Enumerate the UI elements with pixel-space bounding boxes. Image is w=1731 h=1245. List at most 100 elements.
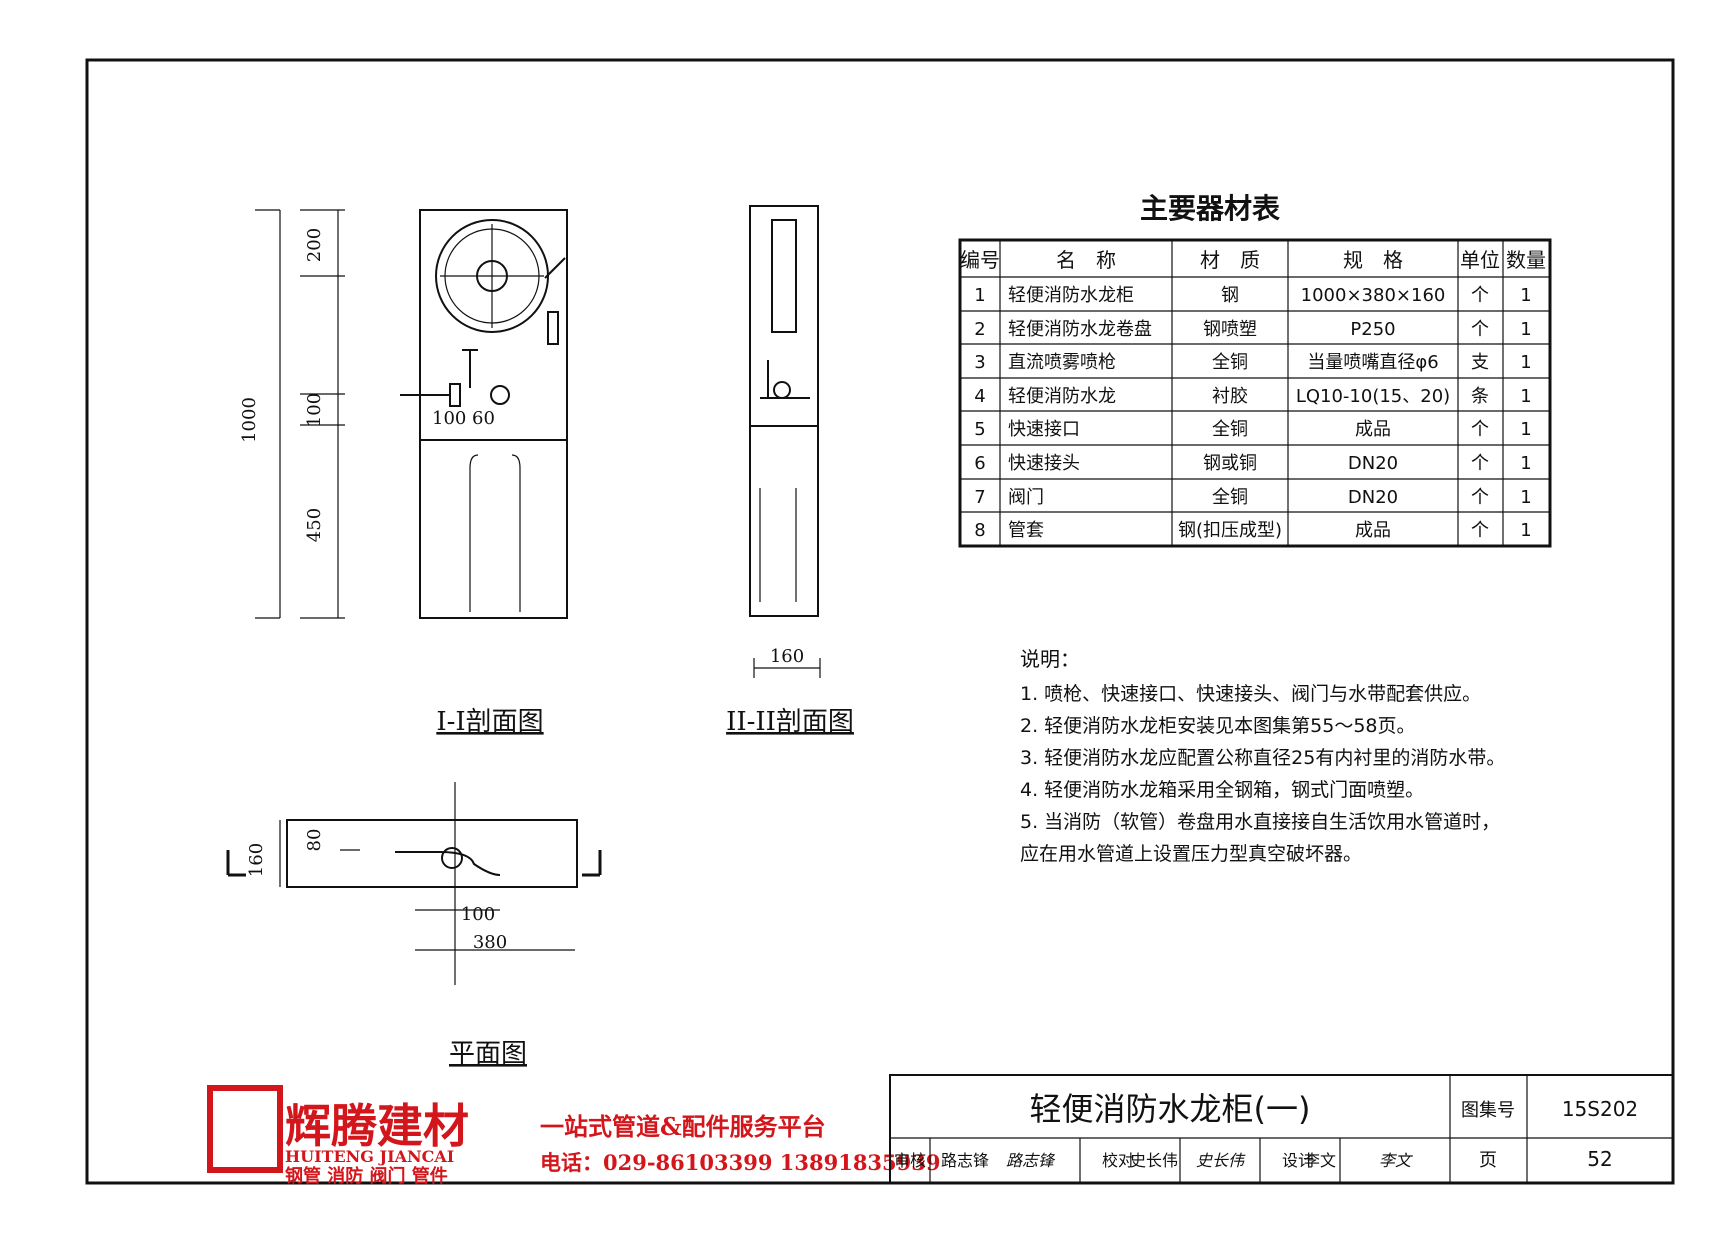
svg-text:个: 个 xyxy=(1471,419,1489,440)
brand-slogan: 一站式管道&配件服务平台 xyxy=(540,1112,826,1141)
svg-text:1: 1 xyxy=(1520,419,1531,440)
svg-text:应在用水管道上设置压力型真空破坏器。: 应在用水管道上设置压力型真空破坏器。 xyxy=(1020,843,1362,865)
svg-text:1: 1 xyxy=(1520,453,1531,474)
svg-text:页: 页 xyxy=(1479,1150,1497,1171)
svg-text:审核: 审核 xyxy=(894,1151,926,1170)
svg-text:快速接口: 快速接口 xyxy=(1008,419,1080,440)
sheet-frame xyxy=(85,58,1675,1185)
dim-160: 160 xyxy=(770,646,804,667)
svg-text:52: 52 xyxy=(1587,1147,1612,1171)
plan-title: 平面图 xyxy=(449,1039,527,1069)
svg-text:编号: 编号 xyxy=(960,248,1000,272)
svg-text:李文: 李文 xyxy=(1379,1151,1413,1170)
plan-view: 160 80 100 380 平面图 xyxy=(226,782,602,1069)
svg-text:成品: 成品 xyxy=(1355,419,1391,440)
brand-products: 钢管 消防 阀门 管件 xyxy=(285,1165,448,1187)
svg-text:个: 个 xyxy=(1471,285,1489,306)
svg-text:DN20: DN20 xyxy=(1348,487,1398,508)
materials-table-title: 主要器材表 xyxy=(1140,192,1280,225)
svg-text:图集号: 图集号 xyxy=(1461,1100,1515,1121)
svg-text:路志锋: 路志锋 xyxy=(941,1151,989,1170)
svg-text:史长伟: 史长伟 xyxy=(1130,1151,1178,1170)
svg-text:全铜: 全铜 xyxy=(1212,352,1248,373)
svg-text:快速接头: 快速接头 xyxy=(1008,453,1080,474)
svg-text:设计: 设计 xyxy=(1282,1151,1314,1170)
svg-text:校对: 校对 xyxy=(1102,1151,1134,1170)
svg-text:数量: 数量 xyxy=(1506,248,1546,272)
svg-text:轻便消防水龙卷盘: 轻便消防水龙卷盘 xyxy=(1008,319,1152,340)
dim-450: 450 xyxy=(304,508,325,542)
svg-text:1: 1 xyxy=(1520,285,1531,306)
svg-text:材 质: 材 质 xyxy=(1200,248,1260,272)
dim-100b: 100 xyxy=(432,408,466,429)
svg-text:1: 1 xyxy=(1520,520,1531,541)
svg-text:说明：: 说明： xyxy=(1020,647,1080,671)
svg-text:6: 6 xyxy=(974,453,985,474)
svg-text:钢或铜: 钢或铜 xyxy=(1203,453,1257,474)
svg-text:1: 1 xyxy=(1520,319,1531,340)
svg-text:1. 喷枪、快速接口、快速接头、阀门与水带配套供应。: 1. 喷枪、快速接口、快速接头、阀门与水带配套供应。 xyxy=(1020,683,1481,705)
sheet-title: 轻便消防水龙柜(一) xyxy=(1030,1090,1311,1128)
svg-text:史长伟: 史长伟 xyxy=(1196,1151,1246,1170)
svg-text:李文: 李文 xyxy=(1304,1151,1336,1170)
svg-text:衬胶: 衬胶 xyxy=(1212,386,1248,407)
dim-100-plan: 100 xyxy=(461,904,495,925)
svg-text:轻便消防水龙: 轻便消防水龙 xyxy=(1008,386,1116,407)
dim-200: 200 xyxy=(304,228,325,262)
svg-text:钢(扣压成型): 钢(扣压成型) xyxy=(1178,520,1282,541)
svg-text:钢: 钢 xyxy=(1221,285,1239,306)
svg-text:2: 2 xyxy=(974,319,985,340)
svg-text:路志锋: 路志锋 xyxy=(1006,1151,1056,1170)
materials-table: 主要器材表 编号 名 称 材 质 规 格 单位 数量 1 轻便消防水龙柜 钢 1000… xyxy=(958,192,1552,548)
svg-text:2. 轻便消防水龙柜安装见本图集第55～58页。: 2. 轻便消防水龙柜安装见本图集第55～58页。 xyxy=(1020,715,1416,737)
svg-text:规 格: 规 格 xyxy=(1343,248,1403,272)
svg-text:个: 个 xyxy=(1471,319,1489,340)
table-header: 编号 名 称 材 质 规 格 单位 数量 xyxy=(960,248,1546,272)
svg-text:3: 3 xyxy=(974,352,985,373)
dim-160-plan: 160 xyxy=(246,843,267,877)
dim-100: 100 xyxy=(304,393,325,427)
brand-phone: 电话：029-86103399 13891835939 xyxy=(540,1150,941,1175)
svg-text:15S202: 15S202 xyxy=(1562,1097,1638,1121)
dim-380: 380 xyxy=(473,932,507,953)
svg-text:1: 1 xyxy=(1520,352,1531,373)
svg-text:4: 4 xyxy=(974,386,985,407)
svg-text:条: 条 xyxy=(1471,386,1489,407)
title-block: 轻便消防水龙柜(一) 图集号 15S202 页 52 审核 路志锋 路志锋 校对… xyxy=(889,1074,1674,1184)
dim-60: 60 xyxy=(472,408,495,429)
svg-text:全铜: 全铜 xyxy=(1212,487,1248,508)
svg-text:1: 1 xyxy=(1520,386,1531,407)
svg-text:轻便消防水龙柜: 轻便消防水龙柜 xyxy=(1008,285,1134,306)
brand-block: 辉腾建材 HUITENG JIANCAI 钢管 消防 阀门 管件 一站式管道&配… xyxy=(207,1085,941,1187)
svg-text:1: 1 xyxy=(974,285,985,306)
svg-text:1000×380×160: 1000×380×160 xyxy=(1301,285,1446,306)
svg-text:单位: 单位 xyxy=(1460,248,1500,272)
svg-text:5: 5 xyxy=(974,419,985,440)
svg-text:8: 8 xyxy=(974,520,985,541)
svg-text:P250: P250 xyxy=(1350,319,1395,340)
svg-text:DN20: DN20 xyxy=(1348,453,1398,474)
svg-text:成品: 成品 xyxy=(1355,520,1391,541)
svg-text:1: 1 xyxy=(1520,487,1531,508)
svg-text:3. 轻便消防水龙应配置公称直径25有内衬里的消防水带。: 3. 轻便消防水龙应配置公称直径25有内衬里的消防水带。 xyxy=(1020,747,1505,769)
svg-text:7: 7 xyxy=(974,487,985,508)
table-row: 6 快速接头 钢或铜 DN20 个 1 xyxy=(974,453,1531,474)
svg-text:钢喷塑: 钢喷塑 xyxy=(1203,319,1257,340)
table-row: 4 轻便消防水龙 衬胶 LQ10-10(15、20) 条 1 xyxy=(974,386,1531,407)
dim-80: 80 xyxy=(304,829,325,852)
brand-pinyin: HUITENG JIANCAI xyxy=(285,1147,454,1166)
svg-text:个: 个 xyxy=(1471,453,1489,474)
notes: 说明： 1. 喷枪、快速接口、快速接头、阀门与水带配套供应。 2. 轻便消防水龙… xyxy=(1020,647,1505,865)
svg-text:当量喷嘴直径φ6: 当量喷嘴直径φ6 xyxy=(1307,352,1438,373)
svg-text:LQ10-10(15、20): LQ10-10(15、20) xyxy=(1296,386,1450,407)
brand-name: 辉腾建材 xyxy=(285,1099,469,1153)
svg-text:直流喷雾喷枪: 直流喷雾喷枪 xyxy=(1008,352,1116,373)
section-i-i: 1000 200 100 450 100 60 I-I剖面图 xyxy=(239,209,568,737)
svg-text:管套: 管套 xyxy=(1008,520,1044,541)
section-ii-ii: 160 II-II剖面图 xyxy=(726,205,854,737)
